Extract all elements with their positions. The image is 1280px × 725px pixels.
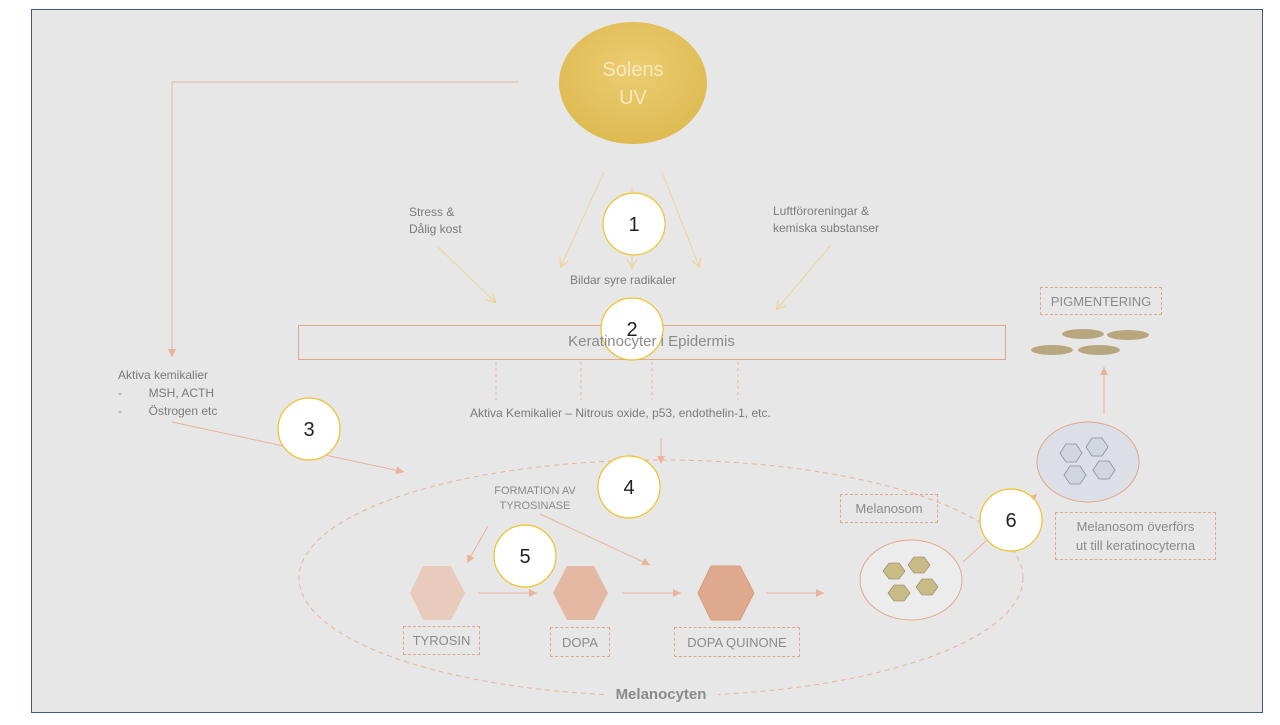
melanosom-label: Melanosom: [840, 494, 938, 523]
uv-ray-left: [561, 171, 605, 266]
sun-label-2: UV: [619, 87, 647, 109]
transfer-label: Melanosom överförs ut till keratinocyter…: [1055, 512, 1216, 560]
pollution-arrow: [777, 244, 832, 309]
step-1-number: 1: [628, 214, 639, 236]
step-2-number: 2: [626, 319, 637, 341]
keratinocyte-label: Keratinocyter i Epidermis: [568, 333, 735, 350]
sun-label-1: Solens: [602, 59, 663, 81]
granule-hexagon: [1092, 460, 1116, 480]
sun-to-left-arrow: [168, 81, 519, 357]
granule-hexagon: [915, 578, 939, 596]
step-4: 4: [597, 455, 661, 519]
sun-icon: [559, 22, 707, 144]
radicals-label: Bildar syre radikaler: [570, 273, 677, 287]
uv-ray-right: [661, 171, 699, 266]
granule-hexagon: [907, 556, 931, 574]
dopa-label: DOPA: [550, 627, 610, 657]
pigment-ellipse: [1031, 345, 1073, 355]
active-chemicals-mid-label: Aktiva Kemikalier – Nitrous oxide, p53, …: [470, 406, 771, 420]
formation-label: FORMATION AV TYROSINASE: [494, 485, 576, 512]
melanosome-granules: [882, 556, 939, 602]
melanosome-circle: [859, 539, 963, 621]
granule-hexagon: [1085, 437, 1109, 457]
stress-arrow: [437, 246, 495, 302]
melanocyte-cell: [298, 459, 1024, 697]
melanocyte-label: Melanocyten: [604, 686, 718, 703]
tyrosin-label: TYROSIN: [403, 626, 480, 655]
granule-hexagon: [1059, 443, 1083, 463]
step-4-number: 4: [623, 477, 634, 499]
granule-hexagon: [1063, 465, 1087, 485]
granule-hexagon: [882, 562, 906, 580]
step-6: 6: [979, 488, 1043, 552]
active-chemicals-left-label: Aktiva kemikalier - MSH, ACTH - Östrogen…: [118, 368, 218, 418]
step-3: 3: [277, 397, 341, 461]
step-6-number: 6: [1005, 510, 1016, 532]
stress-label: Stress & Dålig kost: [409, 205, 462, 236]
dopa-quinone-label: DOPA QUINONE: [674, 627, 800, 657]
step-5-number: 5: [519, 546, 530, 568]
tyrosinase-to-quinone-arrow: [539, 513, 651, 566]
tyrosinase-to-tyrosin-arrow: [466, 525, 489, 564]
tyrosin-hexagon: [410, 566, 465, 620]
pigment-ellipse: [1062, 329, 1104, 339]
step-1: 1: [602, 192, 666, 256]
transfer-granules: [1059, 437, 1116, 485]
pigment-granules: [1031, 329, 1149, 355]
pigment-ellipse: [1078, 345, 1120, 355]
pollution-label: Luftföroreningar & kemiska substanser: [773, 204, 880, 235]
granule-hexagon: [887, 584, 911, 602]
step-2: 2: [600, 297, 664, 361]
step-3-number: 3: [303, 419, 314, 441]
pigmentering-label: PIGMENTERING: [1040, 287, 1162, 315]
dopa-hexagon: [553, 566, 608, 620]
keratinocyte-transfer-cell: [1036, 421, 1140, 503]
pigment-ellipse: [1107, 330, 1149, 340]
dopa-quinone-hexagon: [697, 565, 755, 621]
step-5: 5: [493, 524, 557, 588]
